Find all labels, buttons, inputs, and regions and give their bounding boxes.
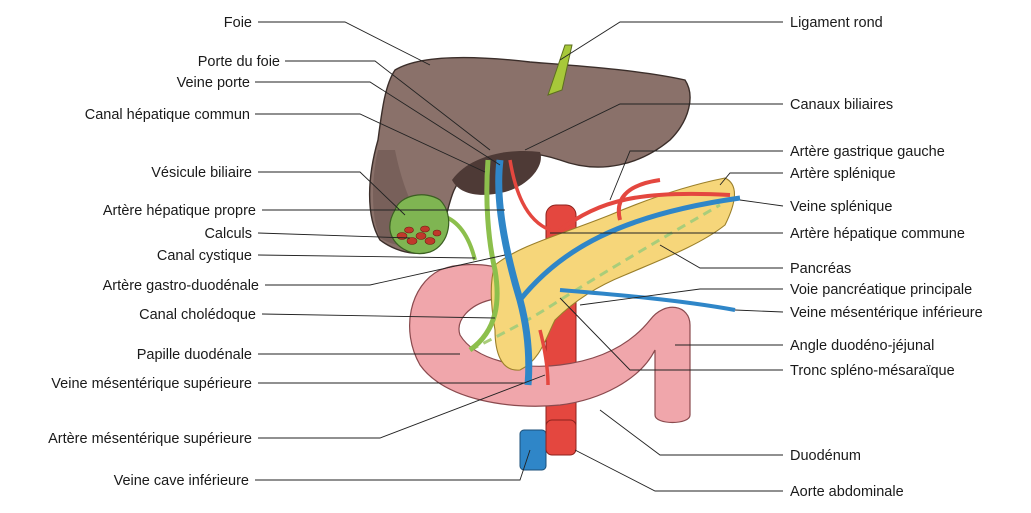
label-pancreas: Pancréas (790, 261, 851, 277)
label-ligament-rond: Ligament rond (790, 15, 883, 31)
label-canal-choledoque: Canal cholédoque (139, 307, 256, 323)
label-foie: Foie (224, 15, 252, 31)
labels-left: Foie Porte du foie Veine porte Canal hép… (48, 15, 280, 489)
label-vesicule-biliaire: Vésicule biliaire (151, 165, 252, 181)
splenic-vein (518, 195, 741, 302)
label-papille-duodenale: Papille duodénale (137, 347, 252, 363)
stone (404, 226, 414, 234)
label-canal-cystique: Canal cystique (157, 248, 252, 264)
label-porte-du-foie: Porte du foie (198, 54, 280, 70)
main-pancreatic-duct (469, 203, 721, 352)
common-bile-duct (468, 159, 500, 353)
round-ligament (547, 44, 573, 96)
label-canaux-biliaires: Canaux biliaires (790, 97, 893, 113)
label-veine-porte: Veine porte (177, 75, 250, 91)
label-veine-mesenterique-inferieure: Veine mésentérique inférieure (790, 305, 983, 321)
label-voie-pancreatique-principale: Voie pancréatique principale (790, 282, 972, 298)
liver-shape (368, 56, 691, 254)
stone (415, 232, 427, 240)
superior-mesenteric-artery (538, 329, 550, 386)
gallbladder-shape (389, 194, 450, 254)
leader-lines (255, 21, 784, 492)
splenic-artery (558, 191, 731, 232)
label-artere-gastrique-gauche: Artère gastrique gauche (790, 144, 945, 160)
label-veine-mesenterique-superieure: Veine mésentérique supérieure (51, 376, 252, 392)
stone (424, 237, 436, 245)
hepatic-artery (508, 159, 551, 232)
label-artere-splenique: Artère splénique (790, 166, 896, 182)
stone (406, 237, 418, 245)
gallbladder (389, 194, 450, 254)
label-tronc-spleno-mesaraique: Tronc spléno-mésaraïque (790, 363, 955, 379)
label-artere-gastro-duodenale: Artère gastro-duodénale (103, 278, 259, 294)
stone (396, 232, 408, 240)
label-artere-mesenterique-superieure: Artère mésentérique supérieure (48, 431, 252, 447)
label-canal-hepatique-commun: Canal hépatique commun (85, 107, 250, 123)
stone (432, 229, 442, 237)
label-duodenum: Duodénum (790, 448, 861, 464)
left-gastric-artery (616, 178, 661, 221)
label-artere-hepatique-commune: Artère hépatique commune (790, 226, 965, 242)
label-veine-cave-inferieure: Veine cave inférieure (114, 473, 249, 489)
label-aorte-abdominale: Aorte abdominale (790, 484, 904, 500)
inferior-vena-cava (519, 429, 547, 471)
stone (420, 225, 430, 233)
label-angle-duodeno-jejunal: Angle duodéno-jéjunal (790, 338, 934, 354)
labels-right: Ligament rond Canaux biliaires Artère ga… (790, 15, 983, 500)
label-calculs: Calculs (204, 226, 252, 242)
inferior-mesenteric-vein (559, 288, 736, 312)
label-veine-splenique: Veine splénique (790, 199, 892, 215)
abdominal-aorta-lower (545, 419, 577, 456)
label-artere-hepatique-propre: Artère hépatique propre (103, 203, 256, 219)
